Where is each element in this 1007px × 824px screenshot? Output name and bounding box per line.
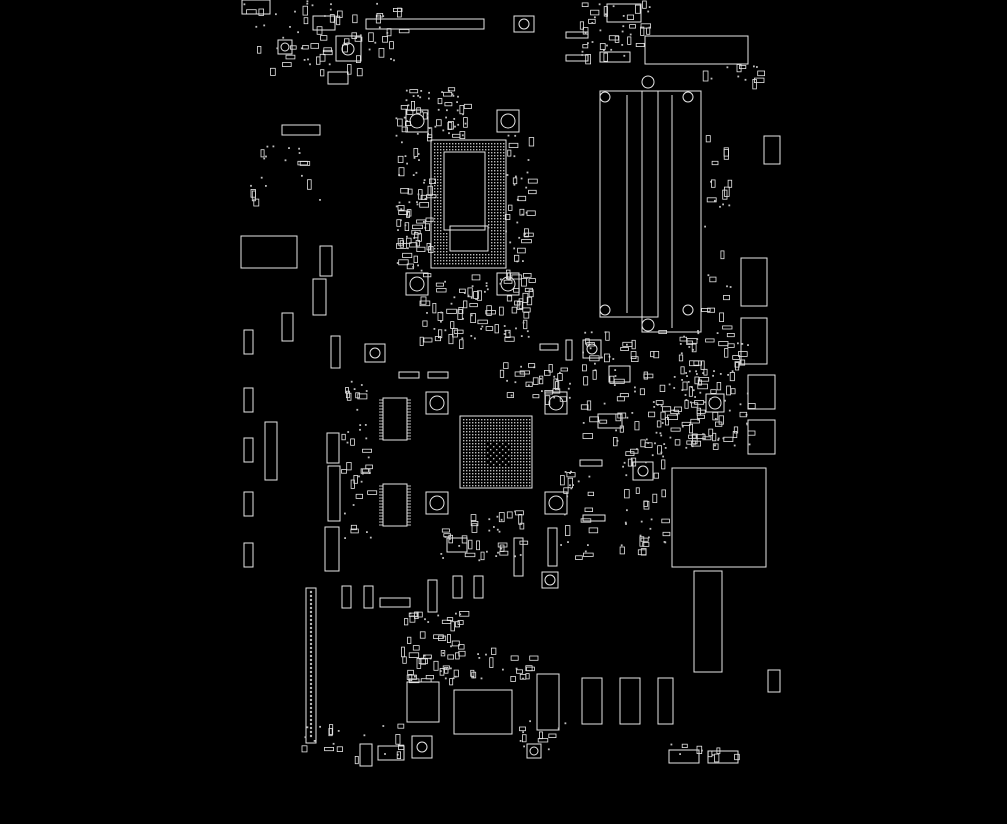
- cpu-region: [405, 109, 520, 296]
- top-ribbon-connector: [365, 18, 485, 30]
- bottom-vga-like: [453, 689, 513, 735]
- right-column: [579, 135, 781, 693]
- dimm-slot-b: [641, 90, 702, 333]
- dimm-slot-a: [599, 90, 659, 318]
- cpu-package-outline: [430, 139, 507, 269]
- top-right-connector: [644, 35, 749, 65]
- small-components: [243, 0, 766, 765]
- bottom-row: [330, 335, 739, 767]
- cpu-die-notch: [449, 225, 489, 252]
- pch-outline: [459, 415, 533, 489]
- left-column: [240, 124, 341, 744]
- sodimm-chip-a: [382, 397, 408, 441]
- sodimm-chip-b: [382, 483, 408, 527]
- chipset-region: [309, 391, 568, 738]
- right-large-ic: [671, 467, 767, 568]
- pch-mount-holes: [425, 391, 568, 515]
- pch-bga-pads: [463, 419, 531, 487]
- dimm-slots: [599, 75, 702, 333]
- cpu-die-outline: [443, 151, 486, 231]
- right-vertical-module: [693, 570, 723, 673]
- bottom-center-conn: [536, 673, 560, 731]
- bottom-jack: [406, 681, 440, 723]
- top-connectors: [241, 0, 749, 85]
- left-long-header: [305, 587, 317, 744]
- cpu-bga-pads: [434, 143, 505, 265]
